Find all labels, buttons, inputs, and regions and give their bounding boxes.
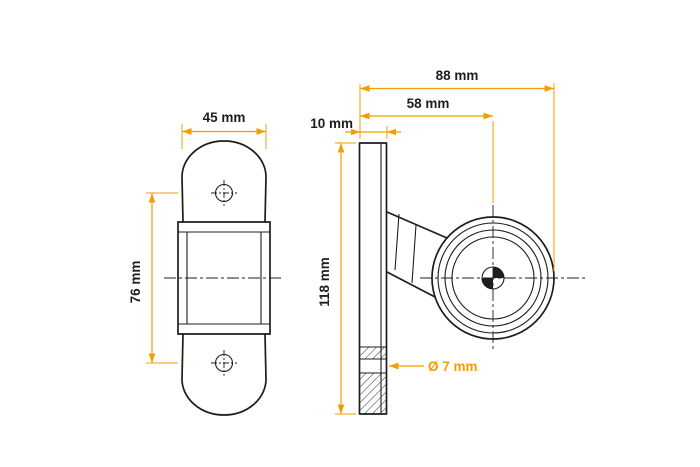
- side-view: 88 mm 58 mm 10 mm 118 mm Ø 7 mm: [310, 68, 587, 415]
- dimension-10mm: 10 mm: [310, 116, 401, 139]
- front-view: 45 mm 76 mm: [128, 110, 284, 416]
- dimension-label-7: Ø 7 mm: [428, 359, 478, 374]
- arrowhead: [387, 128, 396, 136]
- dimension-76mm: 76 mm: [128, 192, 178, 364]
- arm-edge: [386, 211, 448, 239]
- dimension-label-76: 76 mm: [128, 261, 143, 304]
- rubber-arm: [386, 211, 448, 298]
- dimension-label-88: 88 mm: [436, 68, 479, 83]
- dimension-45mm: 45 mm: [181, 110, 267, 149]
- dimension-58mm: 58 mm: [360, 96, 494, 203]
- center-mark-quadrant: [482, 278, 493, 289]
- arm-ring-line: [411, 224, 417, 284]
- arm-edge: [386, 271, 436, 298]
- dimension-label-58: 58 mm: [407, 96, 450, 111]
- dimension-label-45: 45 mm: [203, 110, 246, 125]
- center-mark-quadrant: [493, 267, 504, 278]
- bottom-mounting-tab: [181, 333, 267, 416]
- dimension-hole-diameter: Ø 7 mm: [389, 359, 478, 374]
- section-hatch-upper: [360, 347, 386, 359]
- dimension-88mm: 88 mm: [359, 68, 555, 271]
- mounting-hole-bottom: [211, 350, 237, 376]
- mounting-plate: [358, 142, 388, 415]
- lamp-centerlines: [420, 205, 587, 352]
- arrowhead: [351, 128, 360, 136]
- dimension-label-10: 10 mm: [310, 116, 353, 131]
- dimension-118mm: 118 mm: [317, 142, 356, 415]
- section-hatch-lower: [360, 373, 386, 414]
- arm-ring-line: [394, 213, 400, 271]
- dimension-label-118: 118 mm: [317, 257, 332, 307]
- top-mounting-tab: [181, 140, 267, 223]
- mounting-hole-top: [211, 180, 237, 206]
